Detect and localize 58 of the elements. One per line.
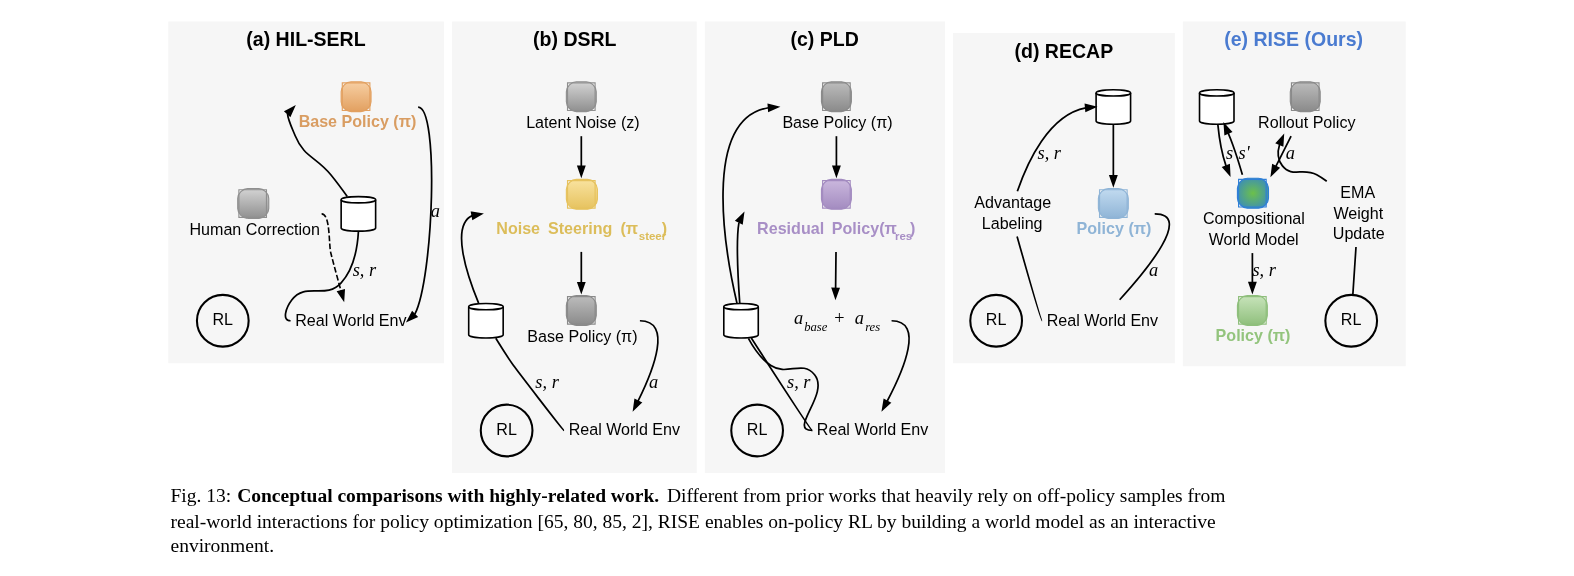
edge-label: s' [1238, 142, 1250, 163]
edge-label: s, r [1252, 259, 1276, 280]
arrow [1247, 252, 1257, 295]
caption: Fig. 13: Conceptual comparisons with highly-related work. Different from prior works that heavily rely on off-policy samples from real-world interactions for policy optimization [65, 80, 85, 2], RISE enables on-policy RL by building a world model as an interactive environment. [170, 485, 1226, 556]
arrow [831, 135, 841, 179]
connector [1016, 235, 1043, 322]
node-label: Policy (π) [1076, 218, 1152, 237]
node-label: Base Policy (π) [527, 326, 638, 345]
node-label: Human Correction [189, 219, 320, 238]
node-label: Base Policy (π) [298, 111, 417, 130]
node-text: Real World Env [1046, 310, 1159, 329]
arrow [831, 251, 841, 301]
node-text: EMA Weight Update [1332, 183, 1385, 243]
edge-label: a [1148, 259, 1159, 280]
node-label: Policy (π) [1215, 325, 1291, 344]
connector [494, 337, 565, 432]
edge-label: s [1225, 142, 1234, 163]
edge-label: a [430, 201, 440, 222]
arrow [1270, 135, 1292, 178]
node-label: Rollout Policy [1258, 112, 1356, 131]
arrow [881, 319, 910, 412]
node-text: Advantage Labeling [974, 193, 1052, 233]
node-circle: RL [1324, 293, 1379, 348]
arrow [460, 211, 484, 304]
edge-label: s, r [352, 259, 377, 280]
connector [1352, 246, 1357, 296]
node-circle: RL [195, 293, 250, 348]
arrow [1108, 123, 1118, 188]
arrow [632, 319, 659, 412]
edge-label: s, r [1037, 142, 1061, 163]
arrow [1217, 123, 1231, 178]
connector [1118, 213, 1171, 301]
arrow [576, 251, 586, 295]
arrow [283, 105, 349, 198]
edge-label: s, r [787, 372, 811, 393]
edge-label: a [1285, 142, 1295, 163]
arrow [320, 213, 345, 303]
node-circle: RL [969, 293, 1024, 348]
node-text: Real World Env [295, 310, 407, 329]
node-circle: RL [730, 403, 784, 458]
node-text: a$_{base}$ + a$_{res}$ [793, 307, 881, 334]
arrow [722, 103, 781, 305]
arrow [576, 135, 586, 179]
arrow [734, 211, 745, 304]
connector [284, 230, 360, 322]
node-text: Real World Env [816, 420, 929, 439]
arrow [1016, 103, 1098, 193]
arrow [1223, 122, 1244, 176]
node-label: Residual Policy(π$_{res}$) [757, 218, 916, 242]
arrow [405, 106, 433, 323]
node-label: Base Policy (π) [782, 112, 893, 131]
edge-label: s, r [535, 372, 559, 393]
node-circle: RL [479, 403, 534, 458]
node-label: Latent Noise (z) [526, 112, 640, 131]
node-text: Real World Env [568, 420, 681, 439]
edge-label: a [649, 372, 659, 393]
arrow [1275, 133, 1328, 183]
node-label: Compositional World Model [1202, 209, 1305, 249]
